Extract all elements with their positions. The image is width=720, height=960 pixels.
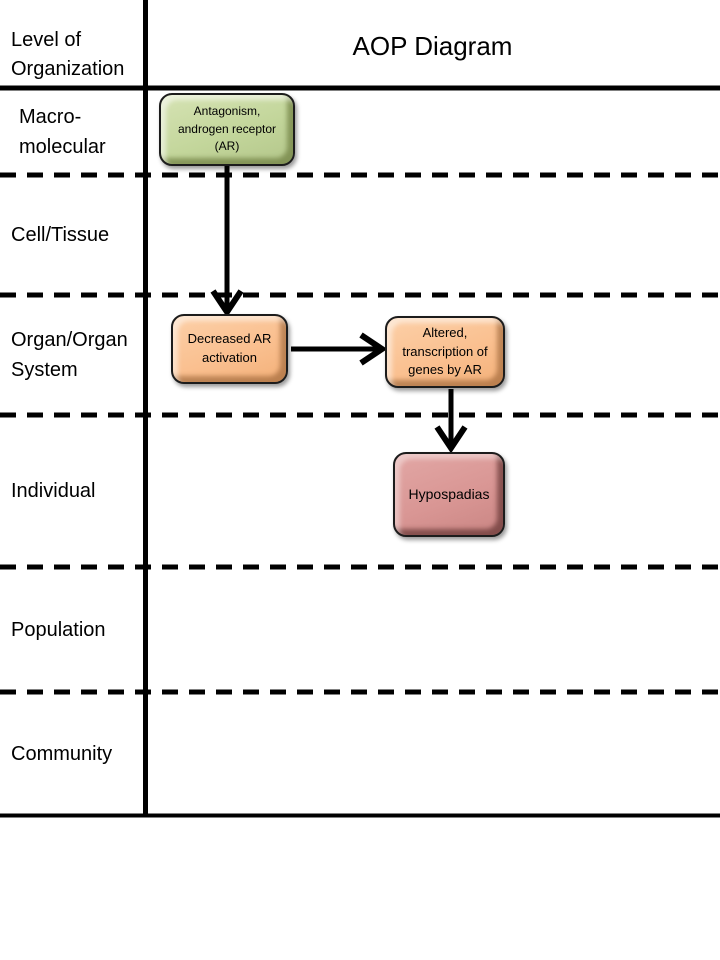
- row-label-individual: Individual: [11, 480, 96, 502]
- arrow-altered-to-hypospadias: [434, 389, 468, 454]
- row-label-macro-molecular: Macro- molecular: [19, 105, 106, 158]
- arrow-decreased-to-altered: [291, 332, 388, 366]
- row-label-organ-system: Organ/Organ System: [11, 329, 128, 381]
- row-label-population: Population: [11, 618, 106, 641]
- row-label-community: Community: [11, 742, 113, 765]
- page-title: AOP Diagram: [352, 31, 513, 61]
- node-antagonism-ar: Antagonism, androgen receptor (AR): [159, 93, 295, 166]
- arrow-antagonism-to-decreased: [210, 166, 244, 318]
- row-separator-dashed-lines: [0, 172, 720, 695]
- node-hypospadias: Hypospadias: [393, 452, 505, 537]
- level-of-organization-header: Level of Organization: [11, 29, 125, 80]
- node-altered-transcription: Altered, transcription of genes by AR: [385, 316, 505, 388]
- row-label-cell-tissue: Cell/Tissue: [11, 224, 110, 246]
- node-decreased-ar-activation: Decreased AR activation: [171, 314, 288, 384]
